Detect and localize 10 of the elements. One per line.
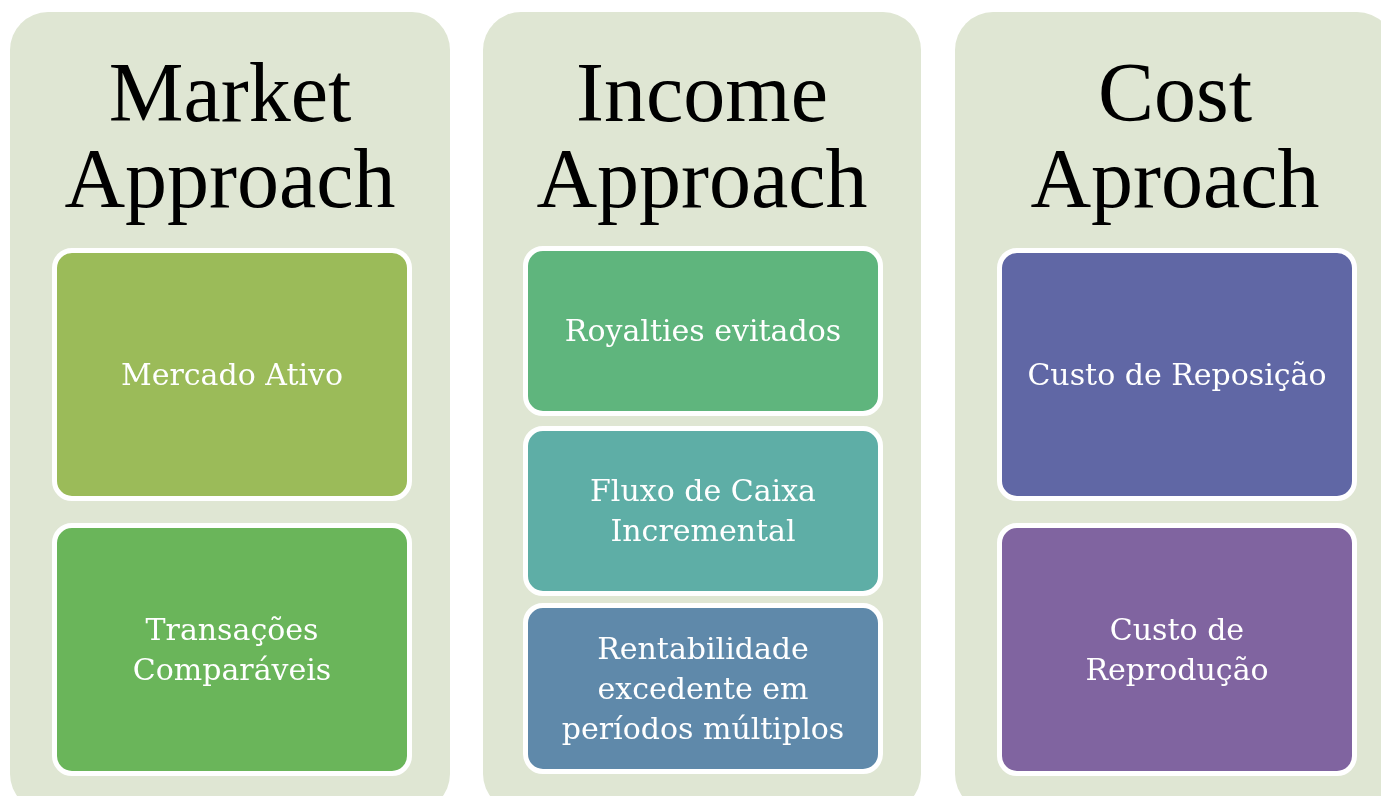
method-box: Mercado Ativo bbox=[52, 248, 412, 501]
method-box: Rentabilidade excedente em períodos múltiplos bbox=[523, 603, 883, 774]
column-panel bbox=[955, 12, 1381, 796]
column-panel bbox=[483, 12, 921, 796]
method-box: Custo de Reprodução bbox=[997, 523, 1357, 776]
method-box: Royalties evitados bbox=[523, 246, 883, 416]
method-box: Custo de Reposição bbox=[997, 248, 1357, 501]
method-box: Transações Comparáveis bbox=[52, 523, 412, 776]
column-panel bbox=[10, 12, 450, 796]
method-box: Fluxo de Caixa Incremental bbox=[523, 426, 883, 596]
